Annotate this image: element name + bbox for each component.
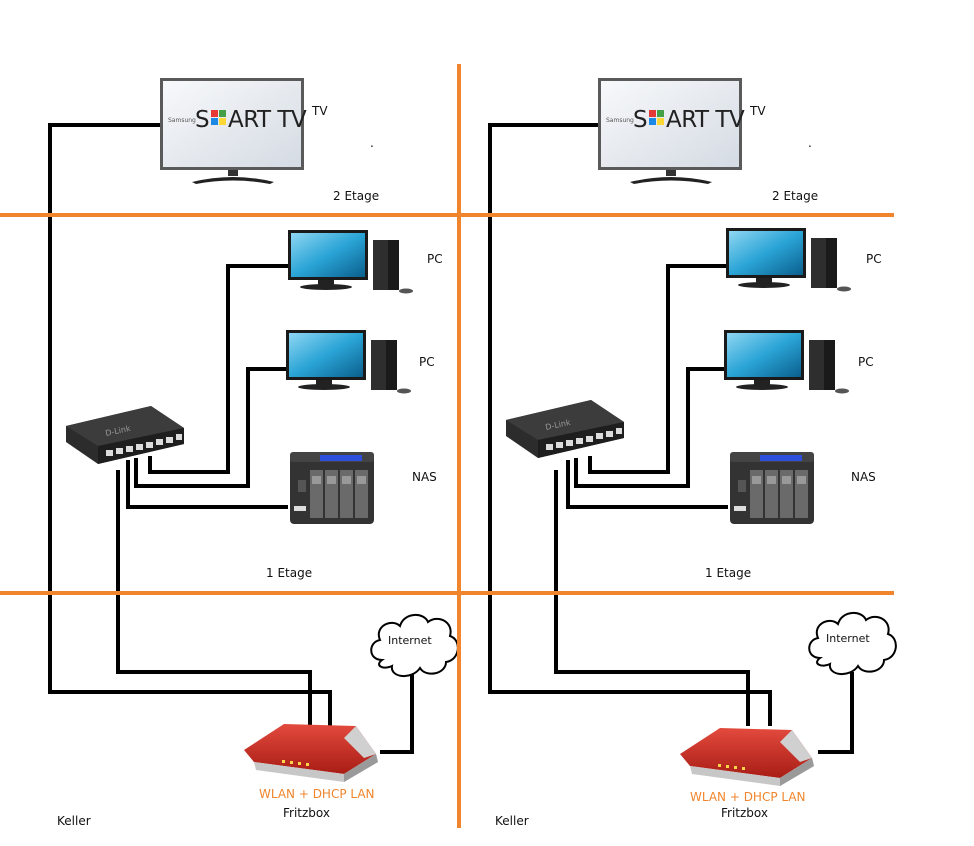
right-pc2-label: PC: [858, 355, 874, 369]
left-pc-icon-2: [286, 330, 411, 394]
left-tv-dot: .: [370, 136, 374, 150]
left-floor1-label: 1 Etage: [266, 566, 313, 580]
left-pc1-label: PC: [427, 252, 443, 266]
right-router-name: Fritzbox: [721, 806, 768, 820]
right-cable-pc2: [574, 367, 724, 488]
left-pc-icon-1: [288, 230, 413, 294]
right-cable-tv: [488, 123, 772, 726]
right-cloud-label: Internet: [826, 632, 870, 645]
right-switch-icon: [506, 400, 624, 458]
right-nas-label: NAS: [851, 470, 876, 484]
right-pc-icon-2: [724, 330, 849, 394]
right-cable-pc1: [588, 264, 728, 474]
left-router-icon: [244, 724, 378, 782]
left-cloud-label: Internet: [388, 634, 432, 647]
left-cables: [48, 123, 414, 754]
left-switch-icon: [66, 406, 184, 464]
right-pc1-label: PC: [866, 252, 882, 266]
left-router-caption: WLAN + DHCP LAN: [259, 787, 375, 801]
right-floor1-label: 1 Etage: [705, 566, 752, 580]
left-cable-switch-router: [116, 470, 312, 726]
left-tv-label: TV: [312, 104, 328, 118]
right-router-caption: WLAN + DHCP LAN: [690, 790, 806, 804]
right-basement-label: Keller: [495, 814, 529, 828]
left-cable-tv: [48, 123, 332, 726]
floor-lines: [0, 64, 894, 828]
right-cable-switch-router: [554, 470, 750, 726]
right-floor2-label: 2 Etage: [772, 189, 819, 203]
right-cables: [488, 123, 854, 754]
left-column: [48, 78, 459, 782]
left-cable-nas: [126, 460, 288, 509]
left-cable-router-internet: [380, 672, 414, 754]
right-smart-tv-icon: [598, 78, 745, 184]
right-router-icon: [680, 728, 814, 786]
right-cable-router-internet: [818, 672, 854, 754]
left-nas-label: NAS: [412, 470, 437, 484]
left-floor2-label: 2 Etage: [333, 189, 380, 203]
left-pc2-label: PC: [419, 355, 435, 369]
right-tv-dot: .: [808, 136, 812, 150]
left-basement-label: Keller: [57, 814, 91, 828]
left-router-name: Fritzbox: [283, 806, 330, 820]
right-column: [488, 78, 897, 786]
right-nas-icon: [730, 452, 814, 524]
left-cable-pc2: [134, 367, 288, 488]
left-cable-pc1: [148, 264, 290, 474]
right-tv-label: TV: [750, 104, 766, 118]
left-nas-icon: [290, 452, 374, 524]
right-pc-icon-1: [726, 228, 851, 292]
left-smart-tv-icon: [160, 78, 307, 184]
right-cable-nas: [566, 460, 728, 509]
